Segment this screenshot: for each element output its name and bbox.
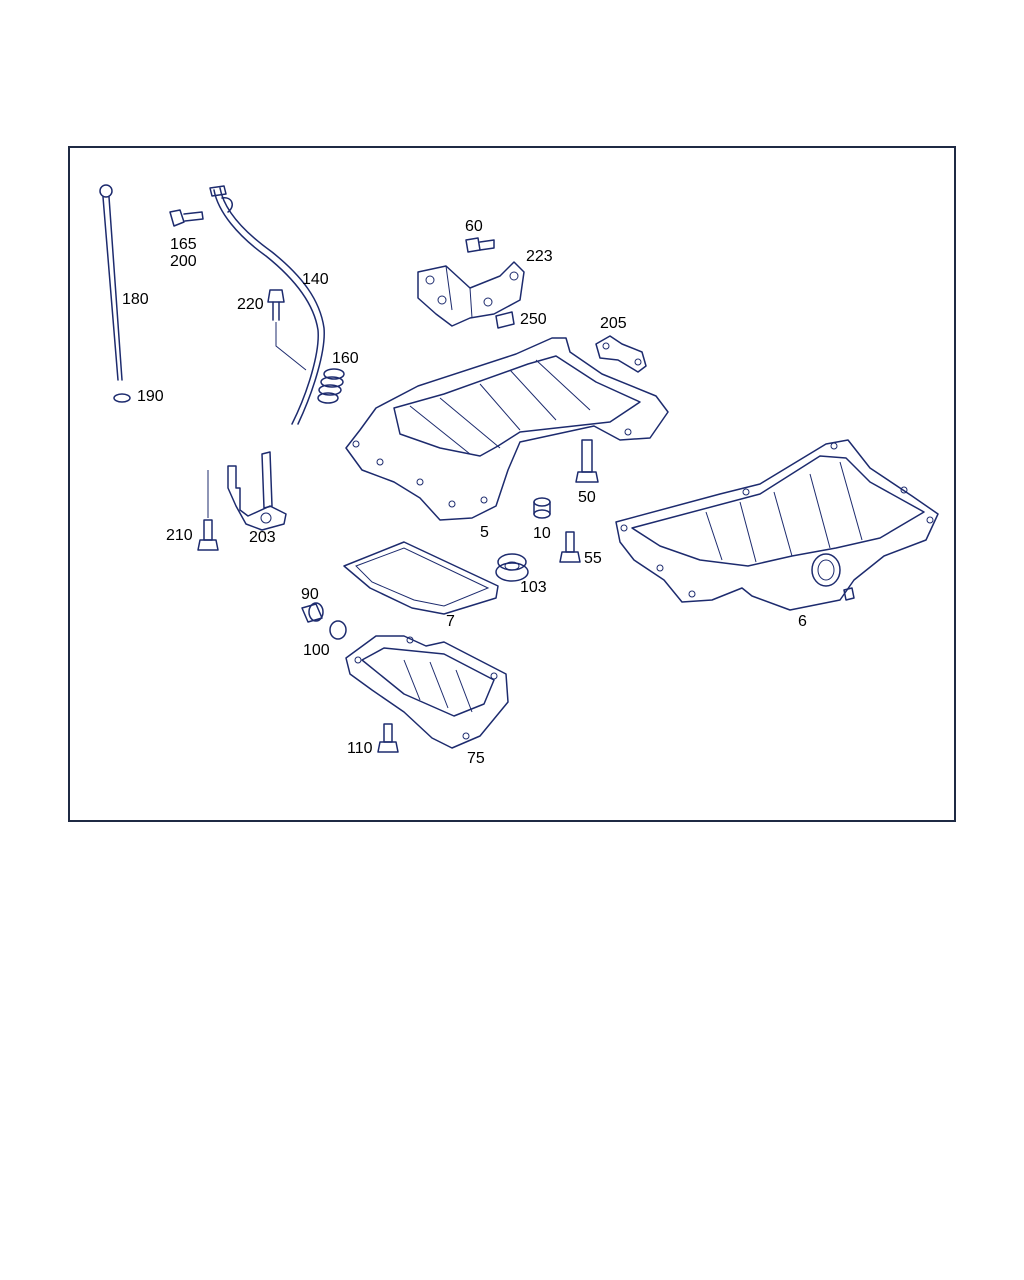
clip-250-part (495, 311, 515, 329)
plug-90-part (301, 602, 324, 623)
callout-50: 50 (578, 489, 596, 506)
callout-100: 100 (303, 642, 330, 659)
main-oil-pan-part (615, 439, 939, 611)
callout-60: 60 (465, 218, 483, 235)
callout-210: 210 (166, 527, 193, 544)
callout-165: 165 (170, 236, 197, 253)
callout-103: 103 (520, 579, 547, 596)
callout-180: 180 (122, 291, 149, 308)
plug-10-part (533, 497, 551, 519)
bolt-55-part (559, 531, 581, 563)
callout-203: 203 (249, 529, 276, 546)
callout-140: 140 (302, 271, 329, 288)
callout-200: 200 (170, 253, 197, 270)
bolt-165-part (169, 209, 204, 227)
callout-223: 223 (526, 248, 553, 265)
callout-6: 6 (798, 613, 807, 630)
callout-160: 160 (332, 350, 359, 367)
callout-55: 55 (584, 550, 602, 567)
callout-90: 90 (301, 586, 319, 603)
callout-205: 205 (600, 315, 627, 332)
o-ring-part (113, 393, 131, 403)
bracket-205-part (595, 335, 647, 373)
bolt-210-part (197, 519, 219, 551)
bolt-60-part (465, 237, 495, 253)
bolt-220-part (267, 289, 307, 371)
seal-103-part (495, 553, 529, 582)
grommet-part (317, 368, 345, 404)
diagram-frame (68, 146, 956, 822)
callout-220: 220 (237, 296, 264, 313)
callout-5: 5 (480, 524, 489, 541)
callout-190: 190 (137, 388, 164, 405)
bracket-203-part (207, 451, 287, 531)
dipstick-part (99, 184, 123, 381)
lower-oil-pan-part (345, 635, 509, 749)
callout-75: 75 (467, 750, 485, 767)
bolt-50-part (575, 439, 599, 483)
callout-7: 7 (446, 613, 455, 630)
gasket-part (343, 541, 499, 615)
washer-100-part (329, 620, 347, 640)
callout-10: 10 (533, 525, 551, 542)
callout-110: 110 (347, 740, 373, 757)
bolt-110-part (377, 723, 399, 753)
guide-tube-part (209, 185, 325, 425)
bracket-223-part (417, 261, 525, 327)
callout-250: 250 (520, 311, 547, 328)
upper-oil-pan-part (345, 337, 669, 521)
